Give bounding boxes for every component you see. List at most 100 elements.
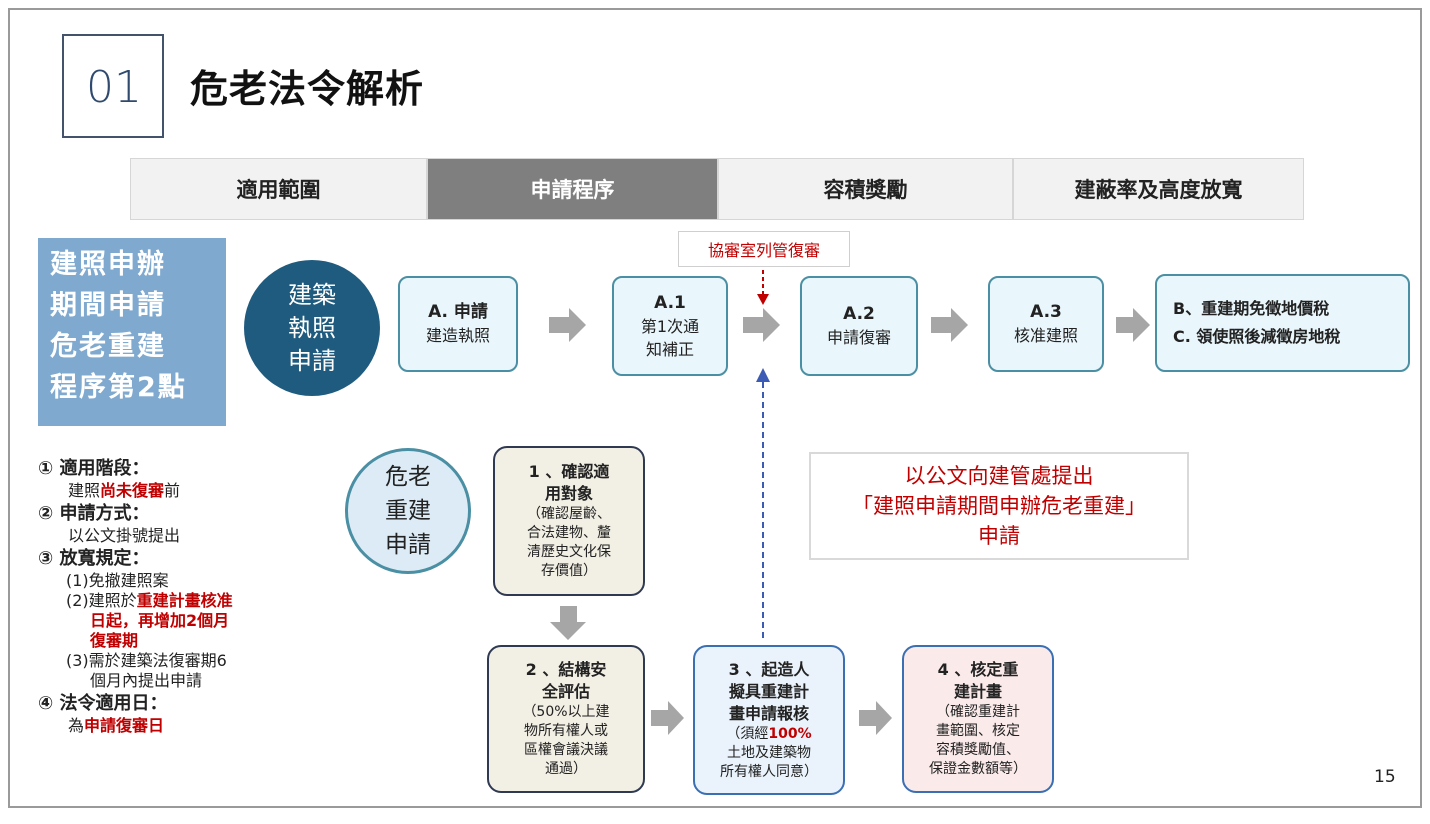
sidebar-line: 期間申請	[50, 290, 166, 321]
down-arrow-icon	[757, 294, 769, 305]
box-header: A.3	[1030, 302, 1062, 322]
page-number: 15	[1374, 767, 1396, 787]
step-header: 畫申請報核	[728, 703, 809, 723]
note-text: 復審期	[90, 631, 139, 650]
step-line: 區權會議決議	[524, 742, 608, 758]
step-line: （50%以上建	[522, 704, 610, 720]
review-label: 協審室列管復審	[678, 231, 850, 267]
step-2-structural-assessment: 2 、結構安 全評估 （50%以上建 物所有權人或 區權會議決議 通過）	[487, 645, 645, 793]
note-heading: ③ 放寬規定：	[38, 548, 150, 569]
step-line: （確認屋齡、	[527, 506, 611, 522]
step-line: 存價值）	[541, 563, 597, 579]
tab-scope[interactable]: 適用範圍	[130, 158, 427, 220]
circle-line: 重建	[385, 498, 431, 524]
official-letter-note: 以公文向建管處提出 「建照申請期間申辦危老重建」 申請	[809, 452, 1189, 560]
step-header: 建計畫	[953, 682, 1002, 701]
up-arrow-icon	[756, 368, 770, 382]
note-text: (1)免撤建照案	[66, 571, 169, 590]
right-arrow-icon	[859, 701, 892, 735]
step-line: 容積獎勵值、	[936, 742, 1020, 758]
step-line: 所有權人同意）	[720, 763, 818, 780]
note-text: (3)需於建築法復審期6	[66, 651, 227, 670]
circle-line: 危老	[385, 464, 431, 490]
step-header: 用對象	[544, 484, 593, 503]
box-header: A. 申請	[428, 302, 488, 322]
box-line: B、重建期免徵地價稅	[1173, 299, 1330, 318]
box-a2-review: A.2 申請復審	[800, 276, 918, 376]
slide-frame	[8, 8, 1422, 808]
tab-label: 申請程序	[530, 178, 615, 202]
step-text: （須經	[726, 725, 769, 742]
box-tax-benefits: B、重建期免徵地價稅 C. 領使照後減徵房地稅	[1155, 274, 1410, 372]
note-line: 「建照申請期間申辦危老重建」	[852, 494, 1146, 518]
box-header: A.1	[654, 292, 686, 313]
note-line: 以公文向建管處提出	[904, 464, 1094, 488]
box-line: 申請復審	[826, 328, 891, 347]
right-arrow-icon	[651, 701, 684, 735]
box-line: 核准建照	[1013, 326, 1078, 345]
note-text: 日起，再增加2個月	[90, 611, 230, 630]
step-line: （確認重建計	[936, 704, 1020, 720]
step-4-approve-plan: 4 、核定重 建計畫 （確認重建計 畫範圍、核定 容積獎勵值、 保證金數額等）	[902, 645, 1054, 793]
circle-line: 申請	[288, 346, 336, 375]
tab-floor-area-bonus[interactable]: 容積獎勵	[718, 158, 1013, 220]
circle-line: 申請	[385, 532, 431, 558]
step-header: 2 、結構安	[525, 660, 607, 679]
right-arrow-icon	[931, 308, 968, 342]
circle-line: 建築	[288, 280, 336, 309]
step-header: 3 、起造人	[728, 659, 810, 679]
tab-label: 容積獎勵	[823, 178, 908, 202]
text: 前	[164, 481, 181, 500]
section-number-box: 01	[62, 34, 164, 138]
note-line: 申請	[978, 524, 1020, 548]
down-arrow-icon	[550, 606, 586, 640]
box-line: 第1次通	[640, 316, 700, 336]
right-arrow-icon	[743, 308, 780, 342]
note-heading: ① 適用階段：	[38, 458, 150, 479]
note-text: 為申請復審日	[38, 716, 288, 736]
note-text: 個月內提出申請	[90, 671, 203, 690]
step-line: 畫範圍、核定	[936, 723, 1020, 739]
step-line: 保證金數額等）	[929, 761, 1027, 777]
box-line: 建造執照	[425, 326, 490, 345]
section-number: 01	[86, 62, 142, 113]
step-line: 通過）	[545, 761, 587, 777]
sidebar-line: 危老重建	[50, 331, 166, 362]
tab-coverage-height[interactable]: 建蔽率及高度放寬	[1013, 158, 1304, 220]
step-highlight: 100%	[768, 725, 812, 742]
step-header: 全評估	[541, 682, 590, 701]
step-line: 清歷史文化保	[527, 544, 611, 560]
note-heading: ④ 法令適用日：	[38, 693, 168, 714]
sidebar-heading: 建照申辦 期間申請 危老重建 程序第2點	[38, 238, 226, 426]
tab-procedure[interactable]: 申請程序	[427, 158, 718, 220]
note-text: 以公文掛號提出	[68, 526, 181, 545]
box-line: C. 領使照後減徵房地稅	[1173, 327, 1341, 346]
box-a3-permit-approved: A.3 核准建照	[988, 276, 1104, 372]
step-line: 物所有權人或	[524, 723, 608, 739]
box-header: A.2	[843, 304, 875, 324]
box-a1-first-correction: A.1 第1次通 知補正	[612, 276, 728, 376]
note-heading: ② 申請方式：	[38, 503, 150, 524]
step-header: 4 、核定重	[937, 660, 1019, 679]
sidebar-line: 建照申辦	[50, 249, 166, 280]
right-arrow-icon	[549, 308, 586, 342]
box-a-apply-permit: A. 申請 建造執照	[398, 276, 518, 372]
red-text: 重建計畫核准	[136, 591, 233, 610]
right-arrow-icon	[1116, 308, 1150, 342]
text: (2)建照於	[66, 591, 137, 610]
step-line: 合法建物、釐	[527, 525, 611, 541]
step-header: 1 、確認適	[528, 462, 610, 481]
box-line: 知補正	[645, 339, 694, 359]
sidebar-line: 程序第2點	[50, 372, 187, 403]
text: 為	[68, 716, 85, 735]
note-text: (2)建照於重建計畫核准	[38, 591, 288, 611]
building-permit-circle: 建築 執照 申請	[244, 260, 380, 396]
tab-label: 適用範圍	[236, 178, 321, 202]
red-text: 尚未復審	[100, 481, 165, 500]
step-3-submit-plan: 3 、起造人 擬具重建計 畫申請報核 （須經100% 土地及建築物 所有權人同意…	[693, 645, 845, 795]
renewal-application-circle: 危老 重建 申請	[345, 448, 471, 574]
step-line: 土地及建築物	[727, 744, 811, 761]
circle-line: 執照	[288, 313, 336, 342]
tab-label: 建蔽率及高度放寬	[1074, 178, 1243, 202]
